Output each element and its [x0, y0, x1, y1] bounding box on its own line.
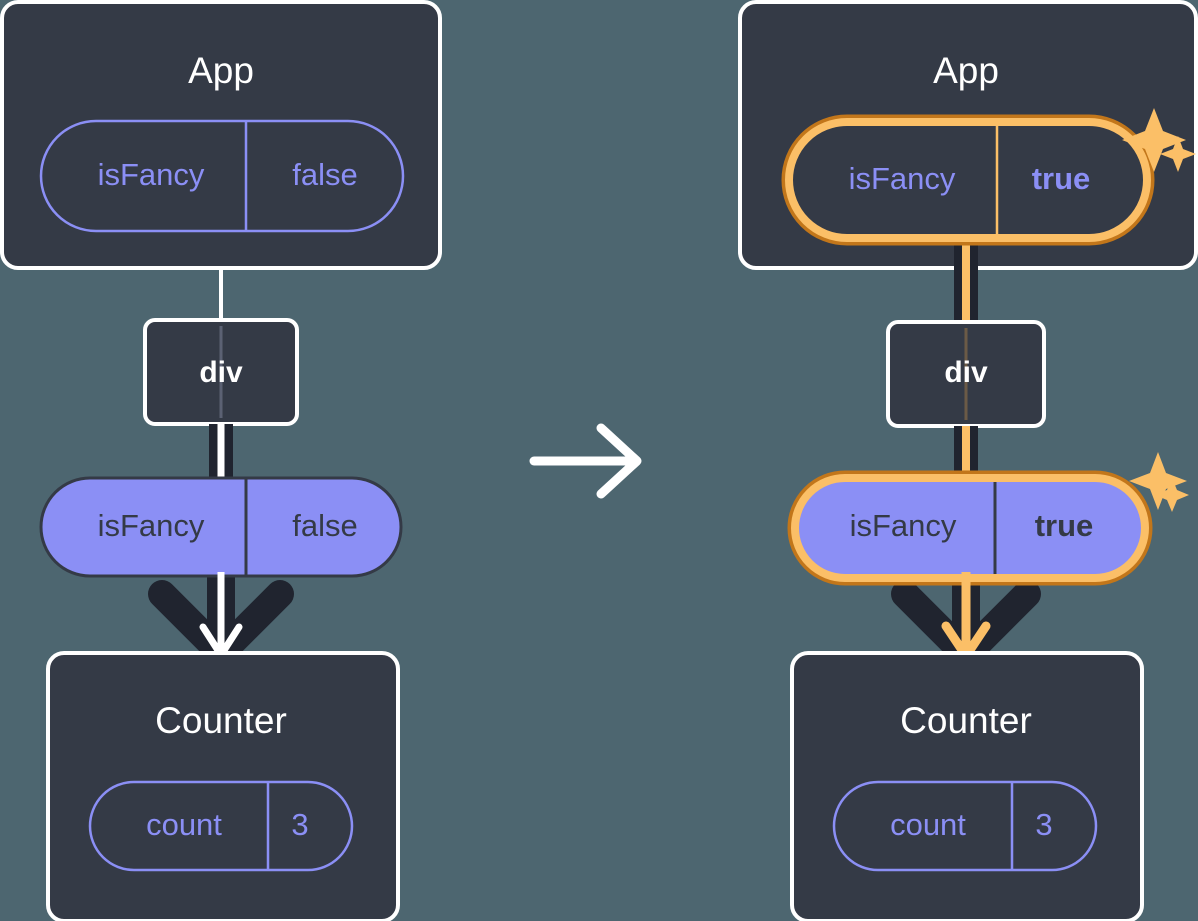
counter-card-title: Counter: [155, 700, 287, 741]
app-state-pill-highlight-inner: [785, 118, 1151, 242]
props-pill-key: isFancy: [850, 508, 957, 543]
counter-state-pill-value: 3: [1035, 807, 1052, 842]
counter-state-pill-value: 3: [291, 807, 308, 842]
app-state-pill-key: isFancy: [98, 157, 205, 192]
transition-arrow-icon: [529, 423, 642, 499]
counter-state-pill-key: count: [890, 807, 966, 842]
counter-state-pill: [832, 780, 1098, 872]
counter-card-title: Counter: [900, 700, 1032, 741]
app-state-pill: [39, 119, 405, 233]
div-node-label: div: [199, 356, 243, 389]
app-state-pill-value: true: [1032, 161, 1091, 196]
app-card: [0, 0, 442, 270]
counter-card: [46, 651, 400, 921]
counter-state-pill-key: count: [146, 807, 222, 842]
counter-state-pill: [88, 780, 354, 872]
app-state-pill-value: false: [292, 157, 357, 192]
sparkle-small-icon: [1155, 478, 1189, 512]
after-panel: App isFancy true div: [738, 0, 1198, 921]
app-card-title: App: [188, 50, 254, 91]
before-panel: App isFancy false div isFancy false: [0, 0, 442, 921]
sparkle-large-icon: [1122, 108, 1186, 172]
app-card-title: App: [933, 50, 999, 91]
app-state-pill-key: isFancy: [849, 161, 956, 196]
counter-card: [790, 651, 1144, 921]
sparkle-small-icon: [1160, 136, 1196, 172]
div-node-label: div: [944, 356, 988, 389]
sparkle-large-icon: [1129, 452, 1187, 510]
props-pill-value: false: [292, 508, 357, 543]
props-pill-key: isFancy: [98, 508, 205, 543]
props-pill-value: true: [1035, 508, 1094, 543]
